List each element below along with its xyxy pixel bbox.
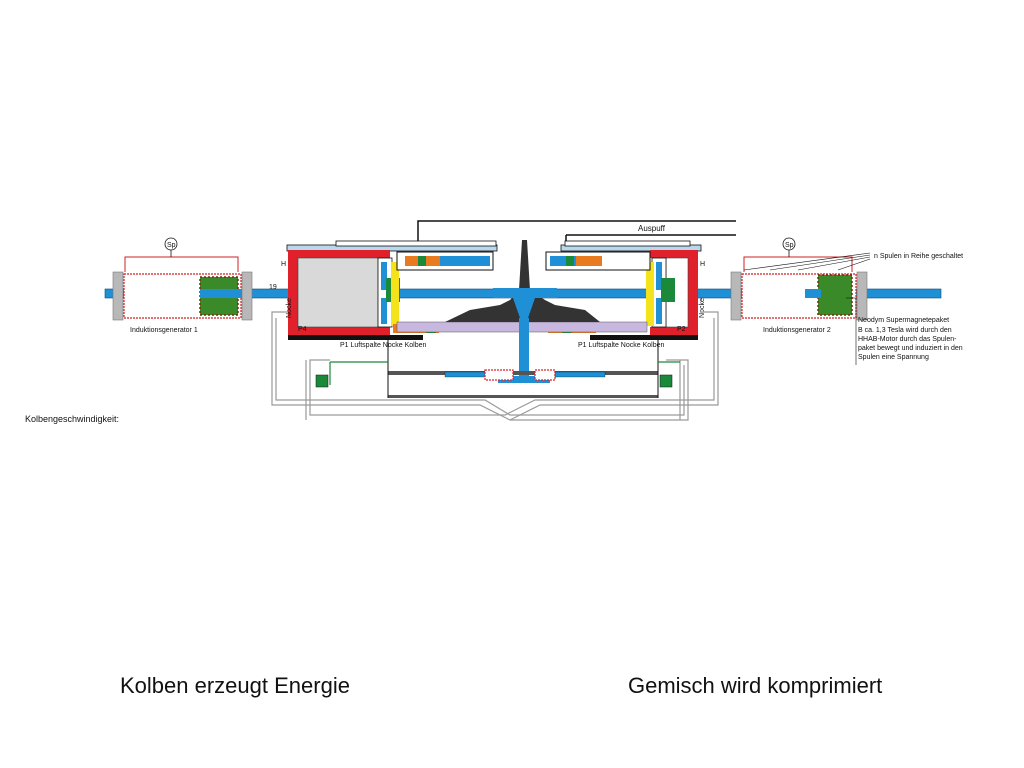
valve-left [315,361,388,388]
gauge-2-label: Sp [785,242,794,249]
p2-label: P2 [677,326,686,333]
gauge-1-label: Sp [167,242,176,249]
valve-right [658,361,680,388]
induction-generator-2: Sp Induktionsgenerator 2 n Spulen in Rei… [730,237,963,365]
p1-left-label: P1 Luftspalte Nocke Kolben [340,342,426,349]
left-cylinder: H P4 19 P1 Luftspalte Nocke Kolben Nocke [269,240,498,349]
magnet-line-3: HHAB-Motor durch das Spulen- [858,336,957,343]
h-right-label: H [700,261,705,268]
caption-piston-energy: Kolben erzeugt Energie [120,673,350,698]
magnet-line-5: Spulen eine Spannung [858,354,929,361]
magnet-line-1: Neodym Supermagnetepaket [858,317,949,324]
piston-speed-label: Kolbengeschwindigkeit: [25,414,119,424]
num19-label: 19 [269,284,277,291]
p1-right-label: P1 Luftspalte Nocke Kolben [578,342,664,349]
caption-mixture-compressed: Gemisch wird komprimiert [628,673,883,698]
coils-series-label: n Spulen in Reihe geschaltet [874,253,963,260]
induction-generator-1: Sp Induktionsgenerator 1 [112,237,253,334]
gas-return-ducts [271,311,719,421]
generator-2-label: Induktionsgenerator 2 [763,327,831,334]
h-left-label: H [281,261,286,268]
generator-1-label: Induktionsgenerator 1 [130,327,198,334]
magnet-line-4: paket bewegt und induziert in den [858,345,963,352]
vert-left-label: Nocke [286,298,293,318]
magnet-line-2: B ca. 1,3 Tesla wird durch den [858,327,952,334]
exhaust-label: Auspuff [638,224,666,233]
exhaust-pipe: Auspuff [417,220,736,244]
p4-label: P4 [298,326,307,333]
vert-right-label: Nocke [699,298,706,318]
